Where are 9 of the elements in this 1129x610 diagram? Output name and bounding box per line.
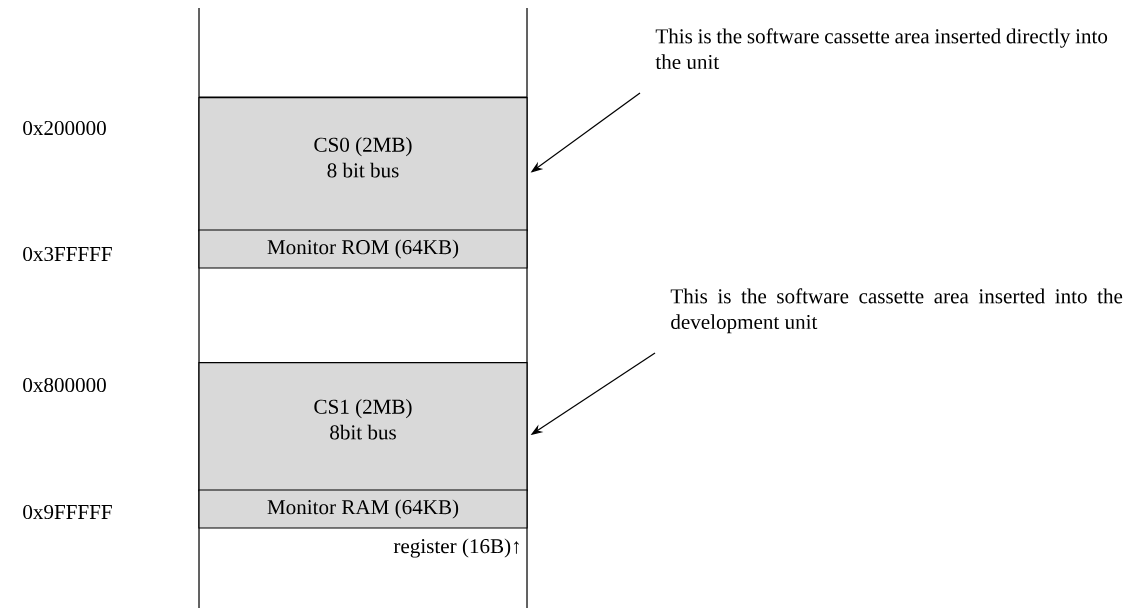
address-label: 0x800000 bbox=[23, 377, 106, 393]
address-label: 0x200000 bbox=[23, 120, 106, 136]
memory-block: Monitor RAM (64KB) bbox=[198, 489, 528, 529]
annotation-text: This is the software cassette area inserted into the development unit bbox=[670, 288, 1123, 334]
address-label: 0x9FFFFF bbox=[23, 504, 112, 520]
register-label: register (16B)↑ bbox=[393, 538, 519, 558]
annotation-text: This is the software cassette area inserted directly into the unit bbox=[655, 28, 1108, 70]
memory-block: Monitor ROM (64KB) bbox=[198, 229, 528, 269]
address-label: 0x3FFFFF bbox=[23, 246, 112, 262]
